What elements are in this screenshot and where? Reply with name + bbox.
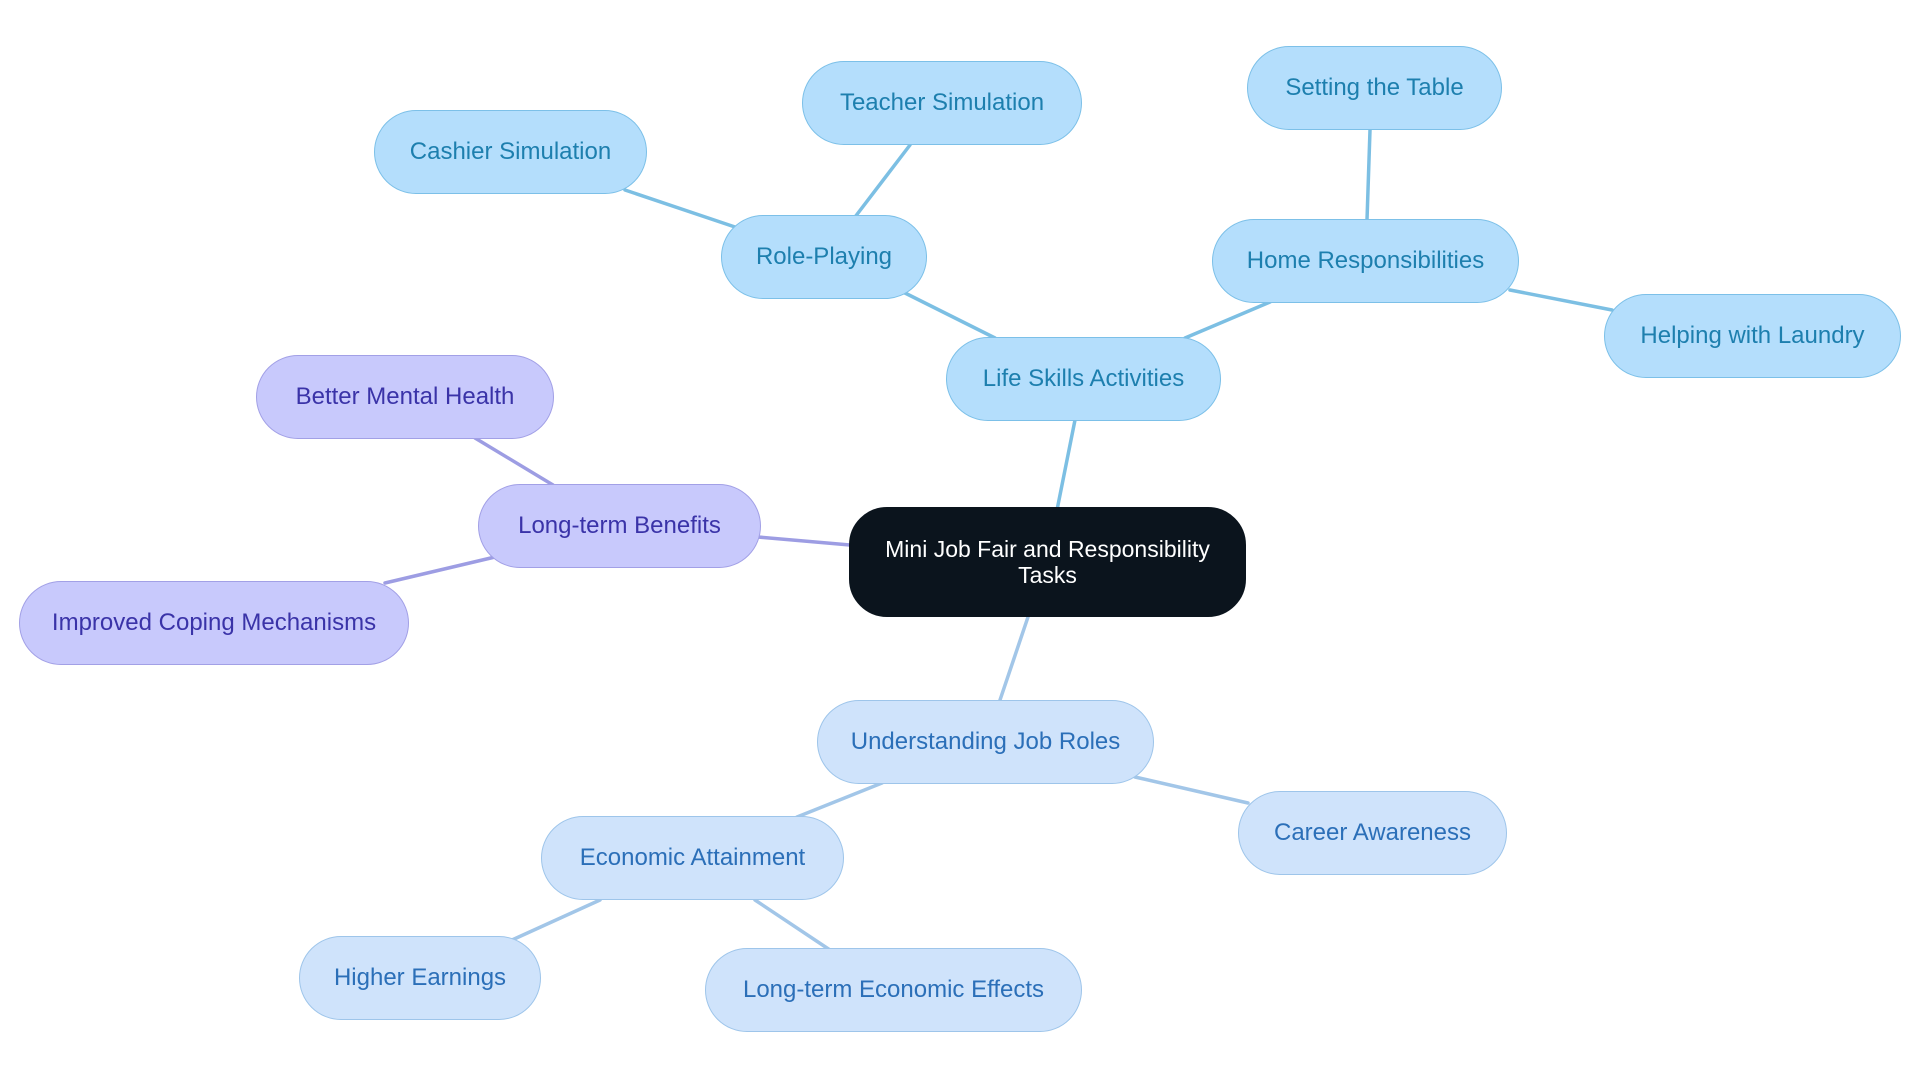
edge-root-life-skills	[1055, 418, 1077, 512]
edge-life-skills-home	[1183, 300, 1272, 340]
node-home-responsibilities[interactable]: Home Responsibilities	[1212, 219, 1519, 303]
edge-home-laundry	[1508, 288, 1614, 312]
node-understanding-job-roles[interactable]: Understanding Job Roles	[817, 700, 1154, 784]
node-label: Economic Attainment	[579, 844, 806, 871]
node-career-awareness[interactable]: Career Awareness	[1238, 791, 1507, 875]
edge-home-setting-table	[1365, 128, 1372, 222]
node-higher-earnings[interactable]: Higher Earnings	[299, 936, 541, 1020]
edge-root-long-term	[756, 535, 852, 547]
node-label: Better Mental Health	[295, 383, 515, 410]
node-helping-with-laundry[interactable]: Helping with Laundry	[1604, 294, 1901, 378]
node-label: Higher Earnings	[333, 964, 507, 991]
edge-long-term-mental-health	[473, 436, 555, 487]
edge-life-skills-role-playing	[903, 291, 997, 340]
node-improved-coping-mechanisms[interactable]: Improved Coping Mechanisms	[19, 581, 409, 665]
node-label: Long-term Benefits	[518, 512, 721, 539]
node-label: Teacher Simulation	[839, 89, 1045, 116]
node-role-playing[interactable]: Role-Playing	[721, 215, 927, 299]
root-node[interactable]: Mini Job Fair and Responsibility Tasks	[849, 507, 1246, 617]
node-setting-the-table[interactable]: Setting the Table	[1247, 46, 1502, 130]
node-label: Long-term Economic Effects	[742, 976, 1045, 1003]
edge-role-playing-teacher	[853, 143, 912, 219]
node-long-term-economic-effects[interactable]: Long-term Economic Effects	[705, 948, 1082, 1032]
edge-job-roles-career	[1133, 775, 1250, 805]
node-label: Life Skills Activities	[982, 365, 1185, 392]
edge-economic-long-term-effects	[753, 898, 832, 952]
edge-root-job-roles	[998, 615, 1030, 702]
node-long-term-benefits[interactable]: Long-term Benefits	[478, 484, 761, 568]
node-teacher-simulation[interactable]: Teacher Simulation	[802, 61, 1082, 145]
node-cashier-simulation[interactable]: Cashier Simulation	[374, 110, 647, 194]
node-label: Role-Playing	[755, 243, 893, 270]
root-label: Mini Job Fair and Responsibility Tasks	[885, 536, 1210, 588]
node-label: Home Responsibilities	[1246, 247, 1485, 274]
node-label: Career Awareness	[1274, 819, 1471, 846]
node-better-mental-health[interactable]: Better Mental Health	[256, 355, 554, 439]
edge-economic-higher-earnings	[510, 898, 602, 942]
edge-long-term-coping	[383, 555, 497, 585]
node-label: Understanding Job Roles	[850, 728, 1121, 755]
node-label: Cashier Simulation	[409, 138, 612, 165]
node-economic-attainment[interactable]: Economic Attainment	[541, 816, 844, 900]
node-label: Setting the Table	[1285, 74, 1464, 101]
node-label: Improved Coping Mechanisms	[51, 609, 377, 636]
node-life-skills-activities[interactable]: Life Skills Activities	[946, 337, 1221, 421]
node-label: Helping with Laundry	[1640, 322, 1865, 349]
edge-job-roles-economic	[795, 781, 884, 819]
edge-role-playing-cashier	[623, 188, 737, 229]
